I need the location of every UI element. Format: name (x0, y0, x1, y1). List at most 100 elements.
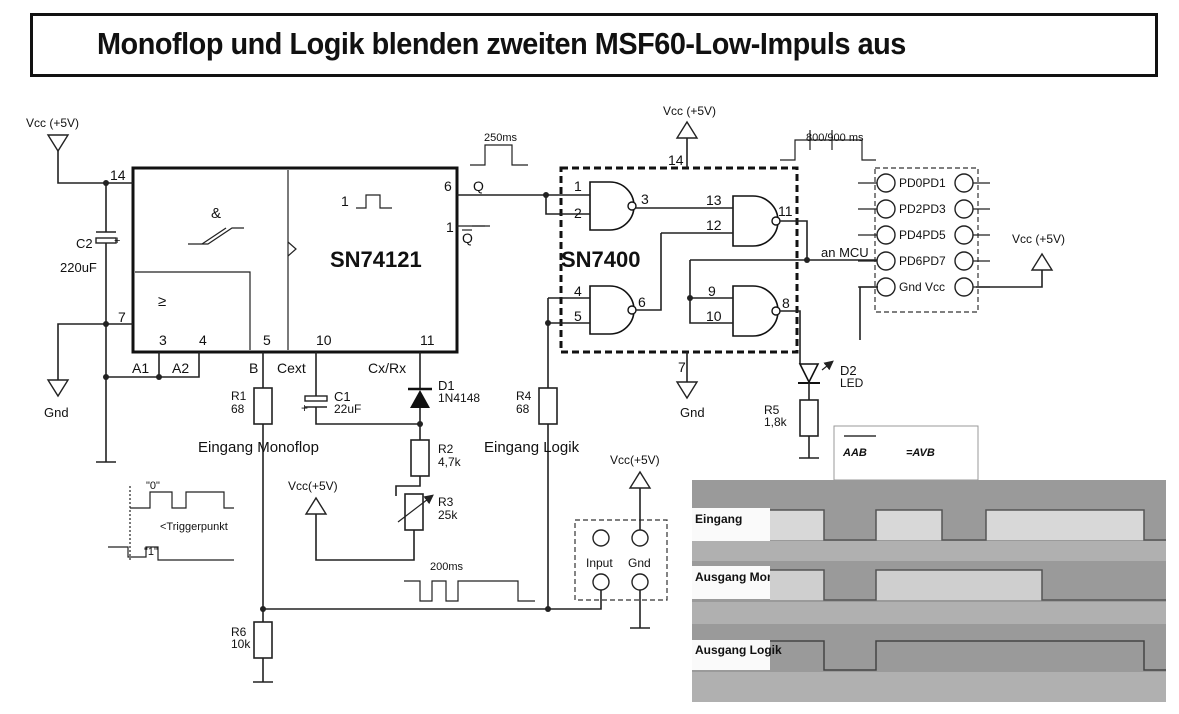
connector-pin-label: PD0PD1 (899, 176, 946, 190)
nand-chip: SN7400 1 2 3 4 5 6 13 12 11 (547, 104, 878, 420)
connector-row: PD2PD3 (858, 199, 990, 219)
svg-text:2: 2 (574, 205, 582, 221)
svg-text:8: 8 (782, 295, 790, 311)
r1-value: 68 (231, 402, 245, 416)
left-power: Vcc (+5V) + C2 220uF Gnd (26, 116, 200, 463)
svg-text:6: 6 (638, 294, 646, 310)
r2-value: 4,7k (438, 455, 462, 469)
r6-resistor (253, 621, 273, 659)
svg-text:Input: Input (586, 556, 613, 570)
svg-text:<Triggerpunkt: <Triggerpunkt (160, 521, 228, 533)
formula-left: AAB (842, 447, 867, 459)
svg-text:Vcc(+5V): Vcc(+5V) (610, 453, 660, 467)
connector-row: PD6PD7 (858, 251, 990, 271)
pulse-250-label: 250ms (484, 132, 518, 144)
or-label: ≥ (158, 293, 166, 310)
q-label: Q (473, 178, 484, 194)
d1-name: D1 (438, 378, 455, 393)
connector-pin (954, 225, 974, 245)
an-mcu-label: an MCU (821, 245, 869, 260)
svg-text:+: + (301, 401, 308, 415)
svg-text:"0": "0" (146, 480, 160, 492)
svg-text:11: 11 (778, 203, 793, 219)
pulse-250 (470, 144, 528, 166)
d1-diode (410, 390, 430, 408)
monoflop-pin-6: 6 (444, 178, 452, 194)
r2-name: R2 (438, 442, 454, 456)
monoflop-pin-5: 5 (263, 332, 271, 348)
connector-pin (876, 277, 896, 297)
svg-text:200ms: 200ms (430, 561, 464, 573)
monoflop-input: R1 68 Eingang Monoflop R6 10k (198, 352, 548, 683)
svg-text:5: 5 (574, 308, 582, 324)
connector-pin (954, 173, 974, 193)
svg-text:Vcc (+5V): Vcc (+5V) (1012, 232, 1065, 246)
scope-panel: AAB =AVB Eingang Ausgang Monoflop Ausgan… (692, 425, 1166, 702)
track-eingang: Eingang (695, 512, 742, 526)
svg-text:4: 4 (574, 283, 582, 299)
svg-text:R4: R4 (516, 389, 532, 403)
c2-value: 220uF (60, 260, 97, 275)
r1-name: R1 (231, 389, 247, 403)
monoflop-pin-10: 10 (316, 332, 332, 348)
track-logik: Ausgang Logik (695, 643, 782, 657)
connector-pin-label: PD4PD5 (899, 228, 946, 242)
connector-pin (954, 199, 974, 219)
logic-input: R4 68 Eingang Logik 200ms (404, 320, 580, 612)
svg-text:+: + (114, 235, 120, 247)
svg-text:12: 12 (706, 217, 722, 233)
q-wire: 250ms (457, 132, 560, 227)
connector-pin (876, 225, 896, 245)
gnd-symbol-left (46, 379, 70, 398)
svg-text:14: 14 (668, 152, 684, 168)
connector-row: PD4PD5 (858, 225, 990, 245)
svg-text:3: 3 (641, 191, 649, 207)
monoflop-pin-4: 4 (199, 332, 207, 348)
svg-text:1: 1 (574, 178, 582, 194)
svg-text:7: 7 (678, 359, 686, 375)
cxrx-label: Cx/Rx (368, 360, 406, 376)
svg-text:Gnd: Gnd (628, 556, 651, 570)
monoflop-pin-14: 14 (110, 167, 126, 183)
c1-capacitor (304, 395, 328, 402)
svg-text:68: 68 (516, 402, 530, 416)
vcc-symbol-left (46, 134, 70, 153)
c1-value: 22uF (334, 402, 361, 416)
vcc-r3-label: Vcc(+5V) (288, 479, 338, 493)
monoflop-chip: SN74121 & ≥ 1 14 7 6 1 3 4 5 10 11 Q Q A… (110, 166, 485, 376)
svg-text:13: 13 (706, 192, 722, 208)
connector-pin (876, 199, 896, 219)
svg-text:10: 10 (706, 308, 722, 324)
svg-text:800/900 ms: 800/900 ms (806, 132, 864, 144)
r1-resistor (253, 387, 273, 425)
svg-text:1,8k: 1,8k (764, 415, 788, 429)
a1-label: A1 (132, 360, 149, 376)
svg-text:Gnd: Gnd (680, 405, 705, 420)
d1-value: 1N4148 (438, 391, 480, 405)
connector-pin-label: PD6PD7 (899, 254, 946, 268)
cext-label: Cext (277, 360, 306, 376)
monoflop-pin-1: 1 (446, 219, 454, 235)
input-connector: Input Gnd Vcc(+5V) (548, 453, 668, 629)
vcc-left-label: Vcc (+5V) (26, 116, 79, 130)
connector-pin-label: PD2PD3 (899, 202, 946, 216)
pulse-one-label: 1 (341, 193, 349, 209)
trigger-sketch: "0" "1" <Triggerpunkt (108, 480, 234, 562)
vcc-nand-label: Vcc (+5V) (663, 104, 716, 118)
r3-value: 25k (438, 508, 458, 522)
svg-text:D2: D2 (840, 363, 857, 378)
r3-name: R3 (438, 495, 454, 509)
formula-right: =AVB (906, 447, 935, 459)
svg-text:9: 9 (708, 283, 716, 299)
connector-pin (954, 251, 974, 271)
a2-label: A2 (172, 360, 189, 376)
r6-name: R6 (231, 625, 247, 639)
monoflop-pin-7: 7 (118, 309, 126, 325)
connector-pin (954, 277, 974, 297)
monoflop-pin-11: 11 (420, 332, 435, 348)
connector-pin (876, 173, 896, 193)
monoflop-name: SN74121 (330, 247, 422, 272)
b-label: B (249, 360, 258, 376)
